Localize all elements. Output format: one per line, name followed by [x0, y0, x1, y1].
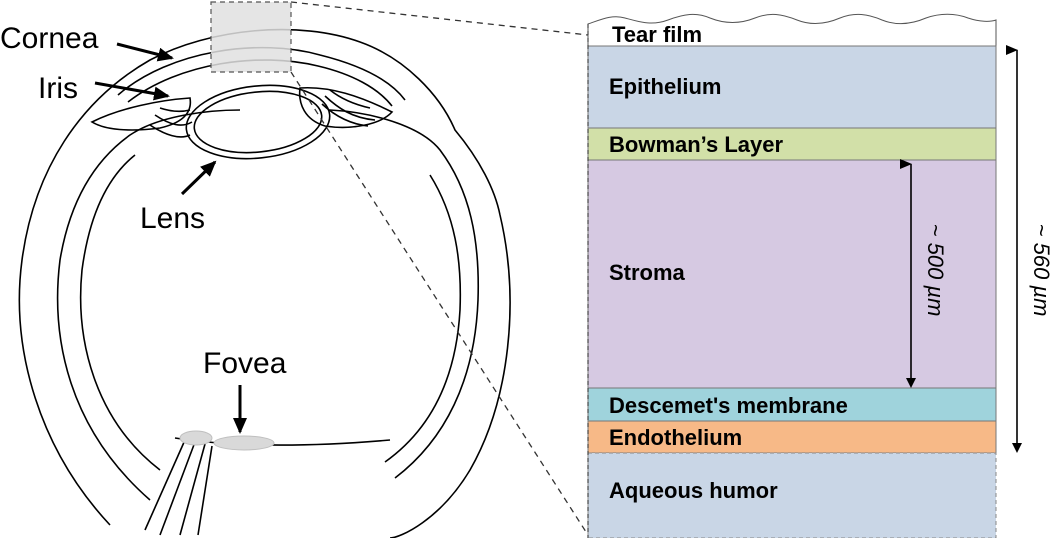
stroma-thickness-label: ~ 500 µm: [923, 224, 948, 317]
cornea-inset-region: [210, 1, 292, 73]
cornea-layer-stack: Tear film Epithelium Bowman’s Layer Stro…: [587, 13, 997, 539]
retina-inner-outline: [56, 109, 480, 501]
lens-shape: [185, 84, 331, 160]
lens-inner-shape: [193, 90, 323, 154]
layer-tear-film-label: Tear film: [612, 22, 702, 47]
fovea-label: Fovea: [203, 347, 287, 380]
optic-nerve-line-3: [179, 443, 206, 536]
layer-endothelium-band: [587, 420, 997, 454]
ciliary-body-right: [321, 89, 376, 127]
layer-aqueous-humor-band: [587, 452, 997, 539]
layer-tear-film-band: [587, 13, 997, 47]
optic-disc-region: [179, 430, 213, 446]
layer-stroma-label: Stroma: [609, 260, 686, 285]
layer-bowmans-label: Bowman’s Layer: [609, 132, 783, 157]
iris-label: Iris: [38, 72, 78, 105]
layer-stroma-band: [587, 159, 997, 389]
cornea-inner-outline: [127, 59, 393, 107]
layer-epithelium-band: [587, 45, 997, 129]
dimension-arrows: [900, 45, 1022, 453]
layer-descemets-label: Descemet's membrane: [609, 393, 848, 418]
zoom-connector-bottom: [290, 71, 589, 536]
sclera-outer-outline: [18, 28, 511, 539]
iris-arrow: [94, 81, 170, 101]
layer-endothelium-label: Endothelium: [609, 425, 742, 450]
eye-cross-section: [18, 28, 511, 539]
cornea-outline: [117, 46, 406, 101]
optic-nerve-line-1: [144, 439, 186, 531]
cornea-arrow: [116, 42, 174, 62]
optic-nerve-line-4: [197, 445, 213, 536]
eye-label-arrows: [94, 42, 247, 434]
lens-label: Lens: [140, 202, 205, 235]
fovea-regions: [179, 430, 275, 451]
zoom-connectors: [290, 1, 589, 536]
zoom-connector-top: [290, 1, 589, 36]
fovea-region: [213, 435, 275, 451]
cornea-label: Cornea: [0, 22, 99, 55]
layer-epithelium-label: Epithelium: [609, 74, 721, 99]
retina-second-outline: [79, 154, 462, 471]
layer-aqueous-humor-label: Aqueous humor: [609, 478, 778, 503]
lens-arrow: [180, 160, 217, 196]
iris-right: [298, 86, 394, 129]
optic-nerve-line-2: [159, 441, 196, 536]
total-thickness-label: ~ 560 µm: [1029, 224, 1050, 317]
